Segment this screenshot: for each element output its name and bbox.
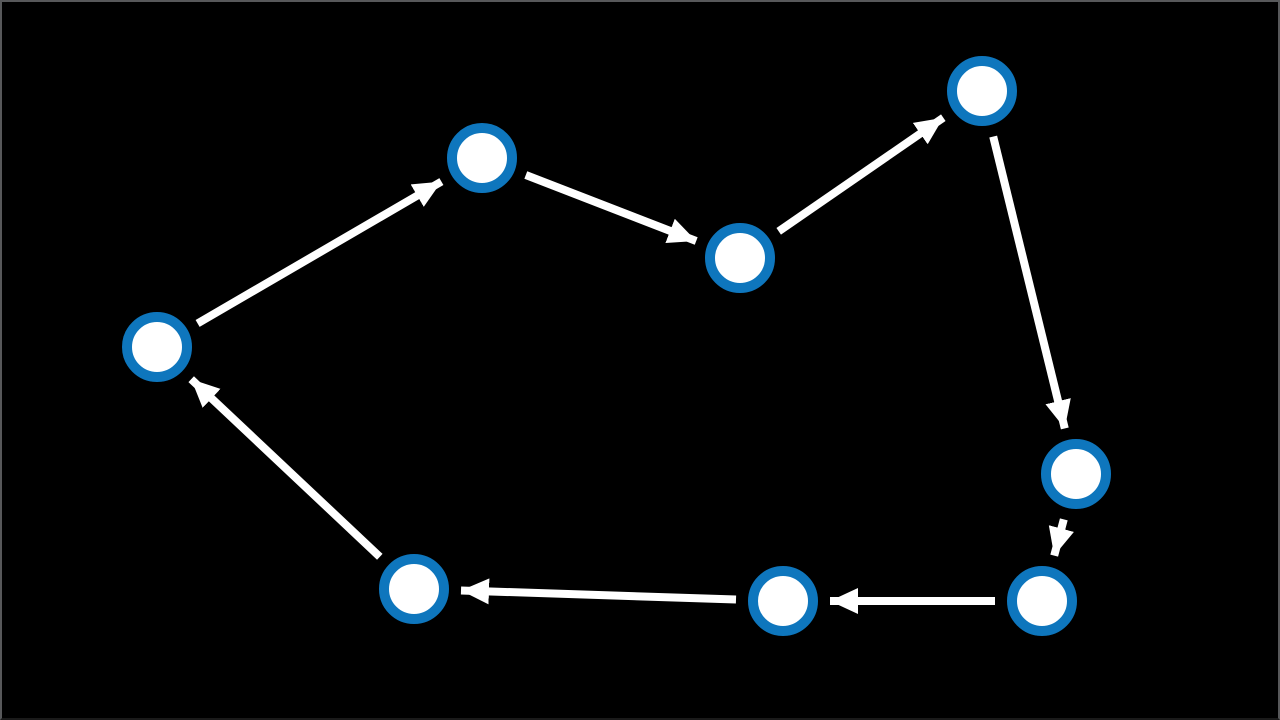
graph-node-n1 [122,312,192,382]
graph-edge-n1-n2 [195,178,444,327]
graph-node-n8 [379,554,449,624]
graph-edge-n5-n6 [1048,518,1074,557]
graph-node-n6 [1007,566,1077,636]
graph-node-n7 [748,566,818,636]
graph-node-n2 [447,123,517,193]
graph-edge-n2-n3 [524,171,698,245]
graph-node-n4 [947,56,1017,126]
graph-edge-n3-n4 [776,114,946,235]
graph-edge-n4-n5 [989,135,1071,430]
graph-node-n3 [705,223,775,293]
graph-node-n5 [1041,439,1111,509]
nodes-layer [122,56,1111,636]
graph-edge-n7-n8 [460,578,737,605]
edges-layer [188,114,1074,614]
graph-edge-n8-n1 [188,376,383,560]
